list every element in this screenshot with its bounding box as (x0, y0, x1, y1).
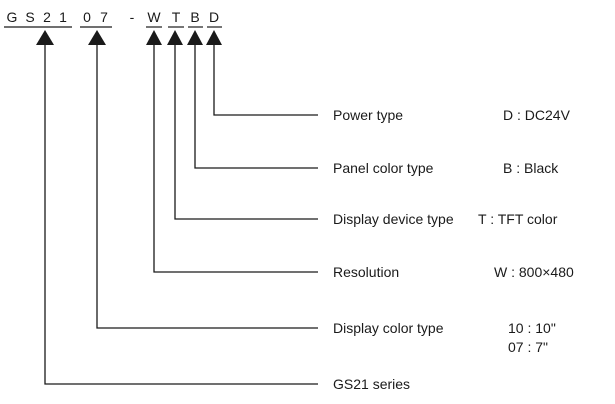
field-values: D : DC24V B : Black T : TFT color W : 80… (478, 107, 574, 355)
model-code: G S 2 1 0 7 - W T B D (4, 9, 222, 28)
field-value-device: T : TFT color (478, 211, 558, 227)
leader-device (174, 45, 318, 220)
code-char-7: 7 (100, 9, 108, 25)
arrow-series-icon (36, 30, 54, 45)
field-names: Power type Panel color type Display devi… (333, 107, 454, 392)
arrow-power-icon (206, 30, 222, 45)
field-name-device: Display device type (333, 211, 454, 227)
arrow-device-icon (167, 30, 183, 45)
code-char-1: 1 (59, 9, 67, 25)
code-char-b: B (190, 9, 199, 25)
code-char-t: T (172, 9, 181, 25)
leader-power (213, 45, 318, 116)
code-char-g: G (7, 9, 18, 25)
arrow-resolution-icon (146, 30, 162, 45)
field-name-power: Power type (333, 107, 403, 123)
leader-display-color (96, 45, 318, 329)
code-char-0: 0 (83, 9, 91, 25)
arrowheads (36, 30, 222, 45)
field-name-resolution: Resolution (333, 264, 399, 280)
code-char-w: W (147, 9, 161, 25)
field-name-series: GS21 series (333, 376, 410, 392)
code-char-hyphen: - (130, 9, 135, 25)
leader-series (44, 45, 318, 385)
field-name-display-color: Display color type (333, 320, 444, 336)
code-char-s: S (25, 9, 34, 25)
field-value-resolution: W : 800×480 (494, 264, 574, 280)
arrow-display-color-icon (88, 30, 106, 45)
leader-resolution (153, 45, 318, 273)
leader-lines (44, 45, 318, 385)
field-name-panel: Panel color type (333, 160, 434, 176)
field-value-power: D : DC24V (503, 107, 571, 123)
arrow-panel-icon (187, 30, 203, 45)
field-value-panel: B : Black (503, 160, 559, 176)
field-value-display-color-1: 10 : 10" (508, 320, 556, 336)
leader-panel (194, 45, 318, 169)
field-value-display-color-2: 07 : 7" (508, 339, 548, 355)
code-char-d: D (209, 9, 219, 25)
code-char-2: 2 (43, 9, 51, 25)
